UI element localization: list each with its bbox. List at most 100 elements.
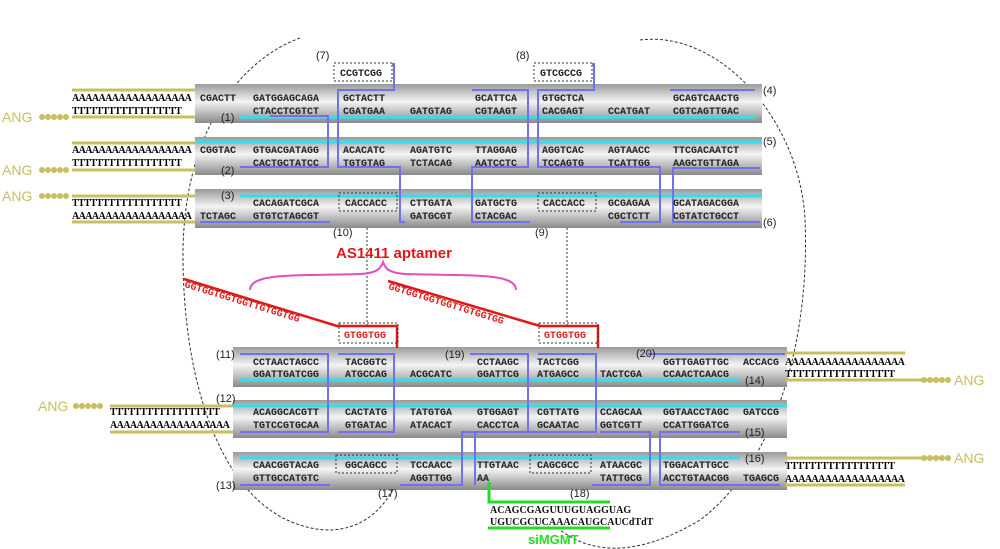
seq: TCTACAG — [410, 159, 452, 170]
label-7: (7) — [316, 50, 329, 62]
seq: CGTTATG — [537, 408, 579, 419]
seq: TGTCCGTGCAA — [253, 421, 319, 432]
staple-strands — [200, 63, 785, 486]
bottom-helix-sequences: CCTAACTAGCC TACGGTC CCTAAGC TACTCGG GGTT… — [253, 358, 779, 485]
dashed-box — [529, 454, 592, 474]
ang-label: ANG — [2, 162, 32, 178]
seq: GTGATAC — [345, 421, 387, 432]
ang-label: ANG — [2, 188, 32, 204]
poly-t: TTTTTTTTTTTTTTTTTT — [72, 198, 182, 209]
label-13: (13) — [216, 480, 236, 492]
aptamer-stem: GTGGTGG — [544, 331, 586, 342]
seq: AA — [477, 474, 489, 485]
dashed-box — [335, 454, 398, 474]
seq: TCCAGTG — [542, 159, 584, 170]
loop-box-8 — [533, 62, 593, 82]
seq: AGGTTGG — [410, 474, 452, 485]
seq: CACGAGT — [542, 107, 584, 118]
sirna-sense: ACAGCGAGUUUGUAGGUAG — [490, 505, 631, 516]
ang-label: ANG — [954, 372, 984, 388]
seq: GCGAGAA — [608, 199, 650, 210]
aptamer-stem-box — [338, 322, 399, 344]
seq: AGTAACC — [608, 146, 650, 157]
seq: TACTCGG — [537, 358, 579, 369]
aptamer-stem: GTGGTGG — [344, 331, 386, 342]
seq: CCAACTCAACG — [663, 370, 729, 381]
seq: GGATTGATCGG — [253, 370, 319, 381]
seq: ACGCATC — [410, 370, 452, 381]
loop-7-seq: CCGTCGG — [340, 69, 382, 80]
seq: CCTAACTAGCC — [253, 358, 319, 369]
seq: CGTATCTGCCT — [673, 212, 739, 223]
seq: TGAGCG — [743, 474, 779, 485]
seq: GATGGAGCAGA — [253, 94, 319, 105]
left-loop-outline — [182, 37, 399, 531]
seq: ATGCCAG — [345, 370, 387, 381]
aptamer-title: AS1411 aptamer — [336, 245, 452, 262]
dashed-box — [537, 192, 597, 212]
seq: CCAGCAA — [600, 408, 642, 419]
seq: TGGACATTGCC — [663, 461, 729, 472]
seq: GCATAGACGGA — [673, 199, 739, 210]
seq: CACAGATCGCA — [253, 199, 319, 210]
poly-a: AAAAAAAAAAAAAAAAAA — [785, 474, 906, 485]
seq: CCATGAT — [608, 107, 650, 118]
seq: ATGAGCC — [537, 370, 579, 381]
poly-t: TTTTTTTTTTTTTTTTTT — [72, 106, 182, 117]
seq: GTGGAGT — [477, 408, 519, 419]
label-18: (18) — [570, 488, 590, 500]
seq: GATGCTG — [475, 199, 517, 210]
aptamer-brace — [249, 258, 517, 291]
seq: ACAGGCACGTT — [253, 408, 319, 419]
dashed-box — [338, 192, 398, 212]
seq: CGACTT — [200, 94, 236, 105]
seq: CACTGCTATCC — [253, 159, 319, 170]
seq: GCAGTCAACTG — [673, 94, 739, 105]
label-6: (6) — [763, 217, 776, 229]
seq: ATACACT — [410, 421, 452, 432]
label-17: (17) — [378, 488, 398, 500]
seq: GGTCGTT — [600, 421, 642, 432]
seq: TCTAGC — [200, 212, 236, 223]
seq: GTGCTCA — [542, 94, 584, 105]
label-5: (5) — [763, 136, 776, 148]
poly-t: TTTTTTTTTTTTTTTTTT — [785, 461, 895, 472]
label-16: (16) — [745, 453, 765, 465]
seq: CAGCGCC — [537, 461, 579, 472]
seq: TATGTGA — [410, 408, 452, 419]
label-8: (8) — [516, 50, 529, 62]
poly-a: AAAAAAAAAAAAAAAAAA — [72, 93, 193, 104]
poly-a: AAAAAAAAAAAAAAAAAA — [72, 211, 193, 222]
label-9: (9) — [535, 227, 548, 239]
seq: CGTCAGTTGAC — [673, 107, 739, 118]
seq: GATCCG — [743, 408, 779, 419]
poly-t: TTTTTTTTTTTTTTTTTT — [110, 407, 220, 418]
seq: CTTGATA — [410, 199, 452, 210]
label-14: (14) — [745, 375, 765, 387]
seq: CCTAAGC — [477, 358, 519, 369]
label-3: (3) — [221, 190, 234, 202]
seq: GTTGCCATGTC — [253, 474, 319, 485]
seq: AGATGTC — [410, 146, 452, 157]
seq: GTGACGATAGG — [253, 146, 319, 157]
poly-a: AAAAAAAAAAAAAAAAAA — [72, 145, 193, 156]
seq: GATGTAG — [410, 107, 452, 118]
ang-label: ANG — [38, 398, 68, 414]
aptamer-stem-box — [538, 322, 599, 344]
label-2: (2) — [221, 165, 234, 177]
aptamer-sequence: GGTGGTGGTGGTTGTGGTGG — [387, 282, 505, 328]
label-12: (12) — [216, 393, 236, 405]
seq: GGCAGCC — [345, 461, 387, 472]
loop-8-seq: GTCGCCG — [540, 69, 582, 80]
label-1: (1) — [221, 112, 234, 124]
seq: CTACGAC — [475, 212, 517, 223]
seq: GGTAACCTAGC — [663, 408, 729, 419]
seq: CGTAAGT — [475, 107, 517, 118]
poly-t: TTTTTTTTTTTTTTTTTT — [785, 369, 895, 380]
seq: GCTACTT — [343, 94, 385, 105]
top-helix-sequences: CGACTT GATGGAGCAGA GCTACTT GCATTCA GTGCT… — [200, 94, 739, 223]
loop-box-7 — [333, 62, 393, 82]
sirna-name: siMGMT — [528, 532, 579, 547]
